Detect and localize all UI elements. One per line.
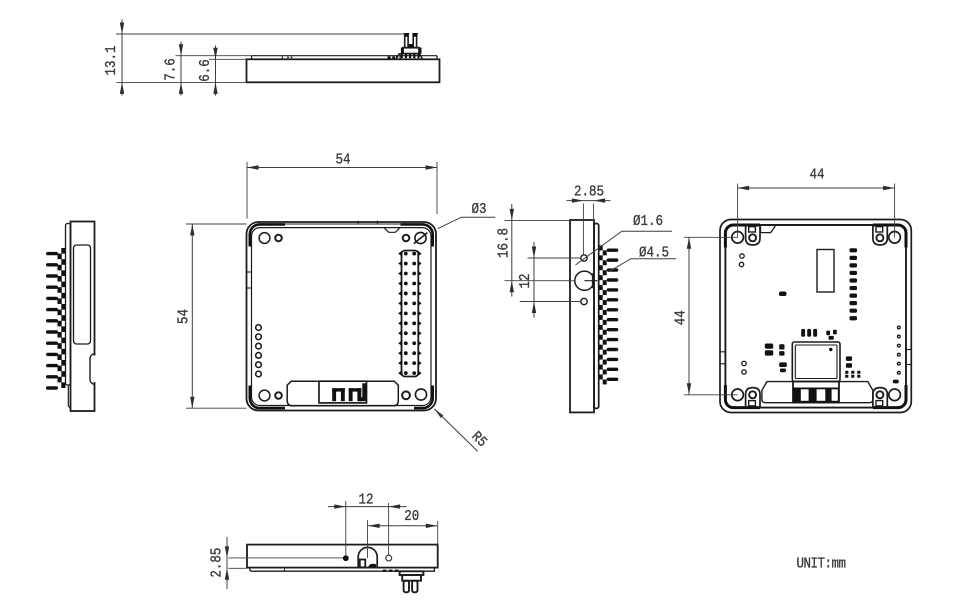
- svg-text:20: 20: [404, 509, 419, 525]
- svg-text:44: 44: [810, 168, 825, 184]
- svg-text:2.85: 2.85: [574, 185, 604, 201]
- svg-text:13.1: 13.1: [104, 46, 120, 76]
- svg-text:7.6: 7.6: [164, 58, 180, 80]
- svg-text:44: 44: [674, 310, 690, 325]
- svg-text:6.6: 6.6: [198, 59, 214, 81]
- svg-text:2.85: 2.85: [210, 548, 226, 578]
- svg-text:UNIT:mm: UNIT:mm: [797, 557, 846, 573]
- svg-text:Ø4.5: Ø4.5: [639, 246, 669, 262]
- svg-text:16.8: 16.8: [497, 228, 513, 258]
- svg-text:54: 54: [336, 153, 351, 169]
- svg-text:Ø3: Ø3: [472, 202, 487, 218]
- svg-text:54: 54: [177, 309, 193, 324]
- svg-text:12: 12: [518, 274, 534, 289]
- svg-text:Ø1.6: Ø1.6: [633, 214, 663, 230]
- svg-text:12: 12: [359, 493, 374, 509]
